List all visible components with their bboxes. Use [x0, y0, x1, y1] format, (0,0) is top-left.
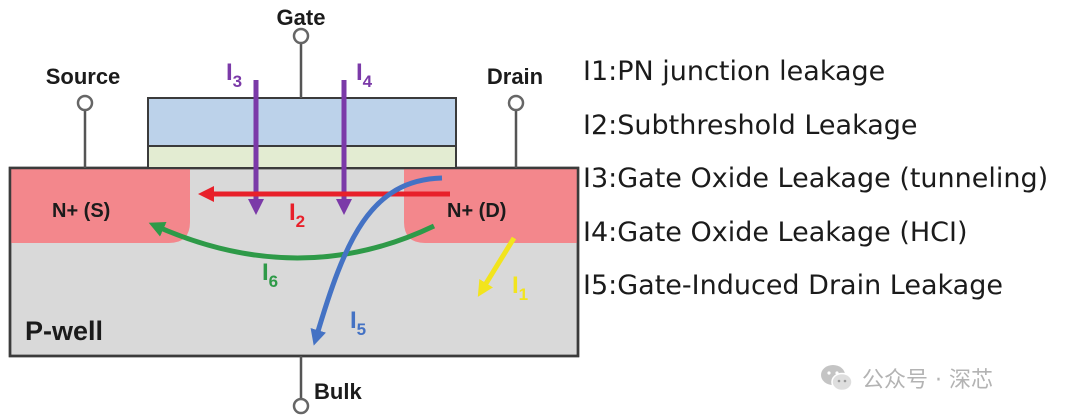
i5-label: I5	[350, 307, 366, 339]
i5-arrow	[310, 175, 443, 346]
drain-terminal	[507, 94, 525, 112]
legend-item-i1: I1:PN junction leakage	[583, 56, 886, 87]
wechat-icon	[821, 365, 853, 392]
gate-oxide	[147, 145, 457, 169]
legend-item-i4: I4:Gate Oxide Leakage (HCI)	[583, 216, 968, 248]
i1-arrow	[477, 236, 517, 297]
watermark-text: 公众号 · 深芯	[862, 368, 993, 393]
bulk-terminal	[292, 397, 310, 415]
i1-label: I1	[512, 272, 528, 304]
source-label: Source	[46, 64, 121, 89]
n-plus-source-label: N+ (S)	[52, 200, 110, 222]
n-plus-drain-label: N+ (D)	[447, 200, 506, 222]
bulk-label: Bulk	[314, 379, 362, 404]
n-plus-drain-region	[404, 169, 577, 243]
gate-label: Gate	[277, 5, 326, 30]
legend-item-i3: I3:Gate Oxide Leakage (tunneling)	[583, 163, 1049, 194]
i6-arrow	[148, 221, 436, 261]
legend-item-i5: I5:Gate-Induced Drain Leakage	[583, 270, 1003, 301]
watermark: 公众号 · 深芯	[820, 360, 993, 396]
leakage-legend: I1:PN junction leakage I2:Subthreshold L…	[583, 50, 1048, 318]
i3-label: I3	[226, 59, 242, 91]
drain-label: Drain	[487, 64, 543, 89]
i4-label: I4	[356, 59, 373, 91]
legend-item-i2: I2:Subthreshold Leakage	[583, 109, 918, 141]
p-well-label: P-well	[25, 316, 103, 346]
gate-terminal	[292, 27, 310, 45]
i6-label: I6	[262, 259, 278, 291]
i2-label: I2	[289, 199, 305, 231]
n-plus-source-region	[11, 169, 190, 243]
source-terminal	[76, 94, 94, 112]
gate-poly	[147, 97, 457, 147]
